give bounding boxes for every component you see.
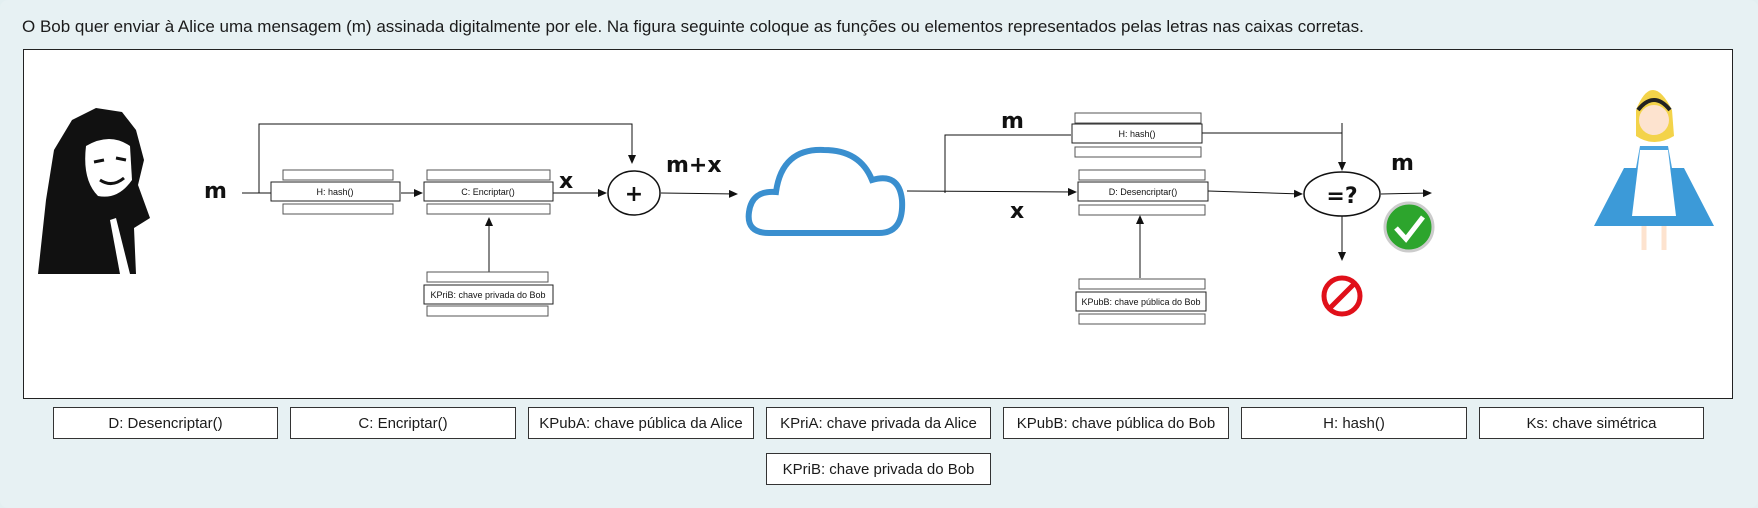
option-encriptar[interactable]: C: Encriptar() bbox=[290, 407, 516, 439]
check-icon bbox=[1383, 201, 1435, 253]
receiver-key-box-label: KPubB: chave pública do Bob bbox=[1081, 297, 1200, 307]
sender-m-label: m bbox=[204, 179, 227, 204]
option-ks[interactable]: Ks: chave simétrica bbox=[1479, 407, 1704, 439]
bob-image bbox=[38, 108, 150, 274]
receiver-hash-box-label: H: hash() bbox=[1118, 129, 1155, 139]
option-hash[interactable]: H: hash() bbox=[1241, 407, 1467, 439]
receiver-x-label: x bbox=[1010, 199, 1024, 224]
sender-key-box-label: KPriB: chave privada do Bob bbox=[430, 290, 545, 300]
receiver-decrypt-box-label: D: Desencriptar() bbox=[1109, 187, 1178, 197]
option-kprib[interactable]: KPriB: chave privada do Bob bbox=[766, 453, 991, 485]
m-plus-x-label: m+x bbox=[666, 153, 722, 178]
question-text: O Bob quer enviar à Alice uma mensagem (… bbox=[22, 17, 1364, 36]
signature-diagram: m H: hash() C: Encriptar() x + m+x KPriB… bbox=[23, 49, 1733, 399]
cloud-icon bbox=[745, 146, 906, 236]
option-desencriptar[interactable]: D: Desencriptar() bbox=[53, 407, 278, 439]
sender-hash-box-label: H: hash() bbox=[316, 187, 353, 197]
option-kpubb[interactable]: KPubB: chave pública do Bob bbox=[1003, 407, 1229, 439]
sender-encrypt-box-label: C: Encriptar() bbox=[461, 187, 515, 197]
concat-symbol: + bbox=[625, 182, 643, 207]
sender-x-label: x bbox=[559, 169, 573, 194]
receiver-m-label: m bbox=[1001, 109, 1024, 134]
compare-symbol: =? bbox=[1326, 184, 1357, 209]
result-m-label: m bbox=[1391, 151, 1414, 176]
alice-image bbox=[1594, 90, 1714, 250]
option-kpuba[interactable]: KPubA: chave pública da Alice bbox=[528, 407, 754, 439]
option-kpria[interactable]: KPriA: chave privada da Alice bbox=[766, 407, 991, 439]
forbidden-icon bbox=[1321, 275, 1363, 317]
